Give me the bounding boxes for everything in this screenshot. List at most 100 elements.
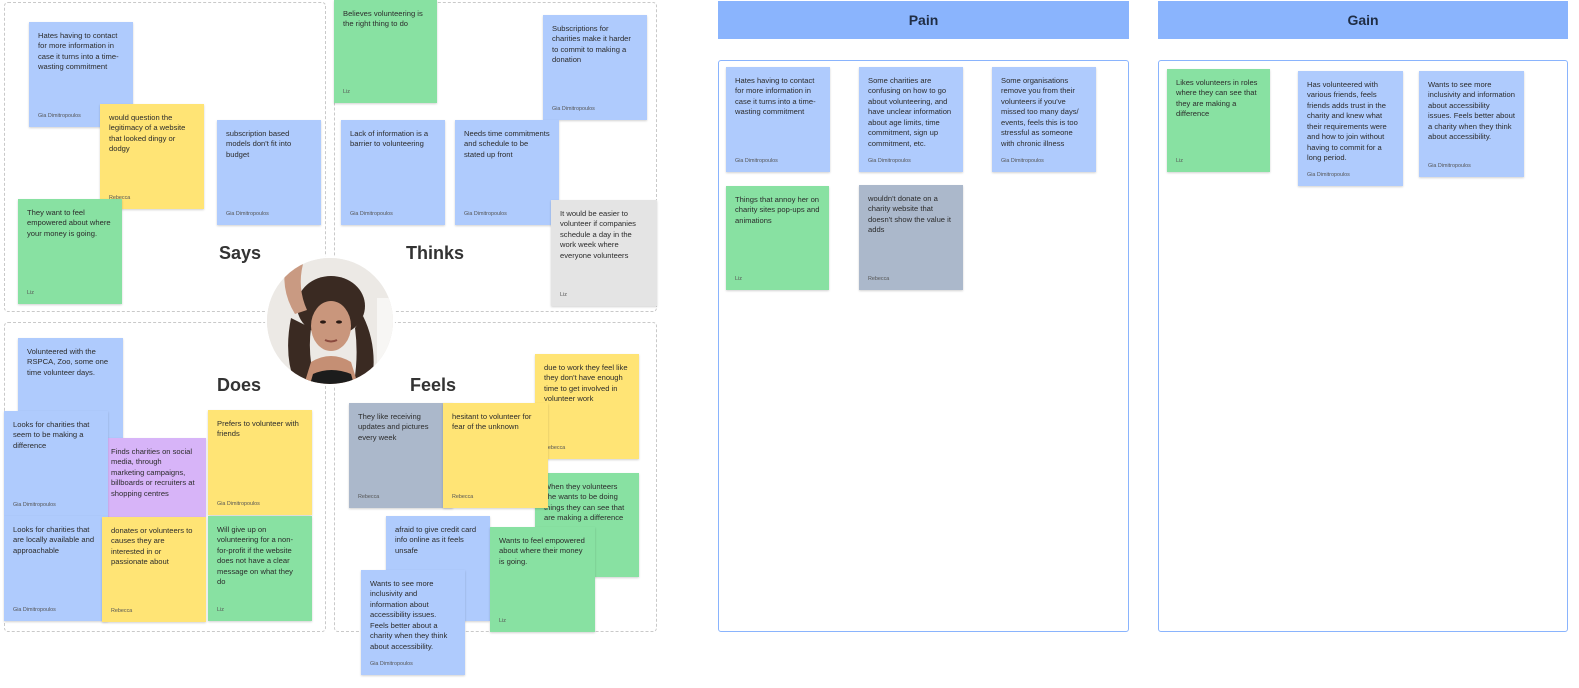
sticky-note-text: Looks for charities that seem to be maki… [13,420,90,450]
sticky-note-text: wouldn't donate on a charity website tha… [868,194,951,235]
sticky-note-text: Needs time commitments and schedule to b… [464,129,550,159]
sticky-note-text: Subscriptions for charities make it hard… [552,24,631,65]
sticky-note[interactable]: donates or volunteers to causes they are… [102,517,206,622]
sticky-note-author: Gia Dimitropoulos [464,210,507,217]
sticky-note[interactable]: Looks for charities that seem to be maki… [4,411,108,516]
sticky-note-text: donates or volunteers to causes they are… [111,526,193,567]
sticky-note-text: Wants to feel empowered about where thei… [499,536,585,566]
persona-photo [267,258,393,384]
says-quadrant [4,2,326,312]
sticky-note-author: Gia Dimitropoulos [13,606,56,613]
sticky-note-author: Gia Dimitropoulos [1307,171,1350,178]
sticky-note-author: Rebecca [544,444,566,451]
sticky-note-text: Wants to see more inclusivity and inform… [370,579,448,651]
sticky-note-text: Wants to see more inclusivity and inform… [1428,80,1515,142]
thinks-quadrant [334,2,657,312]
sticky-note-text: Finds charities on social media, through… [111,447,195,498]
sticky-note-text: Has volunteered with various friends, fe… [1307,80,1387,163]
sticky-note-text: It would be easier to volunteer if compa… [560,209,636,260]
gain-title: Gain [1347,12,1379,28]
sticky-note[interactable]: Has volunteered with various friends, fe… [1298,71,1403,186]
sticky-note[interactable]: They like receiving updates and pictures… [349,403,453,508]
sticky-note-author: Rebecca [358,493,380,500]
sticky-note[interactable]: Things that annoy her on charity sites p… [726,186,829,290]
sticky-note-text: Will give up on volunteering for a non-f… [217,525,293,587]
sticky-note[interactable]: Hates having to contact for more informa… [726,67,830,172]
sticky-note-author: Gia Dimitropoulos [370,660,413,667]
pain-title: Pain [908,12,939,28]
sticky-note[interactable]: Some charities are confusing on how to g… [859,67,963,172]
sticky-note[interactable]: Some organisations remove you from their… [992,67,1096,172]
sticky-note-author: Liz [560,291,567,298]
sticky-note-text: Looks for charities that are locally ava… [13,525,95,555]
sticky-note-text: Things that annoy her on charity sites p… [735,195,820,225]
sticky-note[interactable]: wouldn't donate on a charity website tha… [859,185,963,290]
sticky-note[interactable]: Wants to see more inclusivity and inform… [1419,71,1524,177]
sticky-note-text: Prefers to volunteer with friends [217,419,299,439]
sticky-note[interactable]: Wants to feel empowered about where thei… [490,527,595,632]
sticky-note-author: Liz [735,275,742,282]
sticky-note-author: Gia Dimitropoulos [552,105,595,112]
says-label: Says [219,243,262,263]
sticky-note-text: hesitant to volunteer for fear of the un… [452,412,532,432]
sticky-note-text: subscription based models don't fit into… [226,129,292,159]
feels-label: Feels [410,375,457,395]
sticky-note-text: Likes volunteers in roles where they can… [1176,78,1258,119]
sticky-note-author: Rebecca [452,493,474,500]
does-label: Does [217,375,262,395]
sticky-note-text: Hates having to contact for more informa… [38,31,119,72]
sticky-note[interactable]: would question the legitimacy of a websi… [100,104,204,209]
sticky-note[interactable]: Will give up on volunteering for a non-f… [208,516,312,621]
sticky-note-author: Gia Dimitropoulos [13,501,56,508]
sticky-note[interactable]: It would be easier to volunteer if compa… [551,200,657,306]
sticky-note-text: When they volunteers she wants to be doi… [544,482,625,523]
sticky-note[interactable]: Needs time commitments and schedule to b… [455,120,559,225]
sticky-note-text: Believes volunteering is the right thing… [343,9,423,29]
sticky-note-author: Gia Dimitropoulos [226,210,269,217]
sticky-note[interactable]: due to work they feel like they don't ha… [535,354,639,459]
sticky-note-author: Gia Dimitropoulos [1001,157,1044,164]
pain-header: Pain [718,1,1129,39]
sticky-note-text: Lack of information is a barrier to volu… [350,129,429,149]
sticky-note-author: Rebecca [111,607,133,614]
sticky-note-author: Liz [343,88,350,95]
gain-header: Gain [1158,1,1568,39]
sticky-note-text: Volunteered with the RSPCA, Zoo, some on… [27,347,109,377]
sticky-note[interactable]: Finds charities on social media, through… [102,438,206,517]
sticky-note-text: Hates having to contact for more informa… [735,76,816,117]
sticky-note-author: Gia Dimitropoulos [38,112,81,119]
sticky-note-author: Liz [217,606,224,613]
sticky-note-text: They want to feel empowered about where … [27,208,111,238]
sticky-note-text: due to work they feel like they don't ha… [544,363,628,404]
sticky-note-author: Gia Dimitropoulos [217,500,260,507]
sticky-note[interactable]: subscription based models don't fit into… [217,120,321,225]
sticky-note-author: Liz [27,289,34,296]
sticky-note-author: Gia Dimitropoulos [350,210,393,217]
pain-panel [718,60,1129,632]
sticky-note-author: Liz [1176,157,1183,164]
sticky-note[interactable]: They want to feel empowered about where … [18,199,122,304]
sticky-note-author: Rebecca [868,275,890,282]
sticky-note[interactable]: Subscriptions for charities make it hard… [543,15,647,120]
sticky-note[interactable]: Hates having to contact for more informa… [29,22,133,127]
gain-panel [1158,60,1568,632]
sticky-note[interactable]: Likes volunteers in roles where they can… [1167,69,1270,172]
sticky-note-text: They like receiving updates and pictures… [358,412,429,442]
persona-avatar [265,256,395,386]
sticky-note-text: would question the legitimacy of a websi… [109,113,186,154]
sticky-note-author: Rebecca [109,194,131,201]
sticky-note[interactable]: Looks for charities that are locally ava… [4,516,108,621]
sticky-note-author: Gia Dimitropoulos [1428,162,1471,169]
sticky-note-author: Gia Dimitropoulos [868,157,911,164]
sticky-note-author: Gia Dimitropoulos [735,157,778,164]
thinks-label: Thinks [406,243,465,263]
sticky-note[interactable]: Prefers to volunteer with friends Gia Di… [208,410,312,515]
sticky-note[interactable]: Believes volunteering is the right thing… [334,0,437,103]
sticky-note[interactable]: Wants to see more inclusivity and inform… [361,570,465,675]
sticky-note[interactable]: hesitant to volunteer for fear of the un… [443,403,548,508]
sticky-note-text: Some charities are confusing on how to g… [868,76,952,148]
sticky-note-text: afraid to give credit card info online a… [395,525,477,555]
sticky-note-author: Liz [499,617,506,624]
sticky-note-text: Some organisations remove you from their… [1001,76,1079,148]
sticky-note[interactable]: Lack of information is a barrier to volu… [341,120,445,225]
